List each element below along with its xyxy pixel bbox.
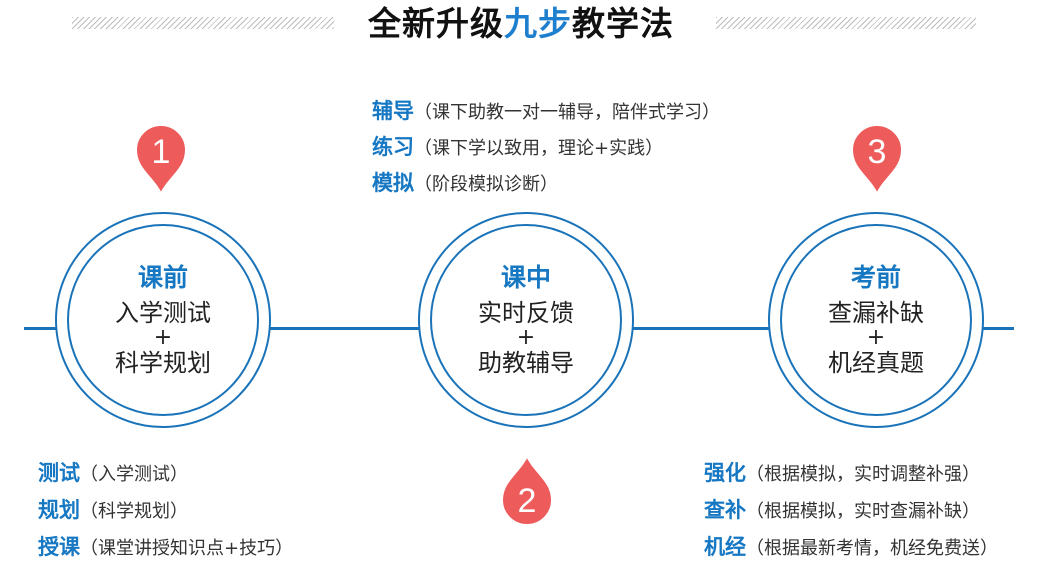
- marker-1: 1: [130, 118, 192, 201]
- note-top-2: 练习（课下学以致用，理论+实践）: [372, 134, 663, 162]
- marker-3: 3: [846, 118, 908, 201]
- map-pin-icon: 1: [132, 122, 190, 201]
- stage-title: 课中: [500, 263, 551, 292]
- stage-circle-1: 课前 入学测试 + 科学规划: [67, 224, 259, 416]
- note-key: 规划: [38, 498, 80, 522]
- note-top-1: 辅导（课下助教一对一辅导，陪伴式学习）: [372, 98, 720, 126]
- title-part-1: 全新升级: [368, 4, 504, 43]
- marker-label: 3: [868, 133, 887, 171]
- stage-line-2: 科学规划: [115, 349, 211, 377]
- map-pin-icon: 3: [848, 122, 906, 201]
- note-right-3: 机经（根据最新考情，机经免费送）: [704, 534, 998, 562]
- title-part-2: 教学法: [572, 4, 674, 43]
- note-desc: （课下学以致用，理论+实践）: [414, 138, 664, 159]
- stage-circle-3: 考前 查漏补缺 + 机经真题: [780, 224, 972, 416]
- note-desc: （入学测试）: [80, 464, 188, 485]
- note-desc: （课堂讲授知识点+技巧）: [80, 538, 294, 559]
- note-key: 模拟: [372, 171, 414, 195]
- note-left-2: 规划（科学规划）: [38, 497, 188, 525]
- stage-line-1: 实时反馈: [478, 299, 574, 327]
- note-key: 测试: [38, 461, 80, 485]
- title-decoration-right: [716, 17, 976, 29]
- stage-circle-2: 课中 实时反馈 + 助教辅导: [430, 224, 622, 416]
- stage-line-2: 机经真题: [828, 349, 924, 377]
- stage-plus: +: [866, 325, 886, 350]
- stage-line-2: 助教辅导: [478, 349, 574, 377]
- map-pin-icon: 2: [498, 449, 556, 528]
- page-title: 全新升级九步教学法: [0, 0, 1042, 48]
- note-key: 授课: [38, 535, 80, 559]
- marker-label: 1: [152, 133, 171, 171]
- note-left-3: 授课（课堂讲授知识点+技巧）: [38, 534, 293, 562]
- note-key: 练习: [372, 135, 414, 159]
- title-decoration-left: [72, 17, 334, 29]
- marker-2: 2: [496, 449, 558, 532]
- stage-plus: +: [516, 325, 536, 350]
- stage-title: 课前: [137, 263, 188, 292]
- note-desc: （根据最新考情，机经免费送）: [746, 538, 998, 559]
- note-desc: （科学规划）: [80, 501, 188, 522]
- note-desc: （根据模拟，实时查漏补缺）: [746, 501, 980, 522]
- stage-line-1: 入学测试: [115, 299, 211, 327]
- note-desc: （根据模拟，实时调整补强）: [746, 464, 980, 485]
- note-left-1: 测试（入学测试）: [38, 460, 188, 488]
- note-top-3: 模拟（阶段模拟诊断）: [372, 170, 558, 198]
- note-key: 机经: [704, 535, 746, 559]
- stage-title: 考前: [850, 263, 901, 292]
- note-key: 辅导: [372, 99, 414, 123]
- marker-label: 2: [518, 482, 537, 520]
- note-right-2: 查补（根据模拟，实时查漏补缺）: [704, 497, 980, 525]
- note-right-1: 强化（根据模拟，实时调整补强）: [704, 460, 980, 488]
- note-desc: （课下助教一对一辅导，陪伴式学习）: [414, 102, 720, 123]
- note-key: 强化: [704, 461, 746, 485]
- title-highlight: 九步: [504, 4, 572, 43]
- stage-line-1: 查漏补缺: [828, 299, 924, 327]
- note-desc: （阶段模拟诊断）: [414, 174, 558, 195]
- stage-plus: +: [153, 325, 173, 350]
- note-key: 查补: [704, 498, 746, 522]
